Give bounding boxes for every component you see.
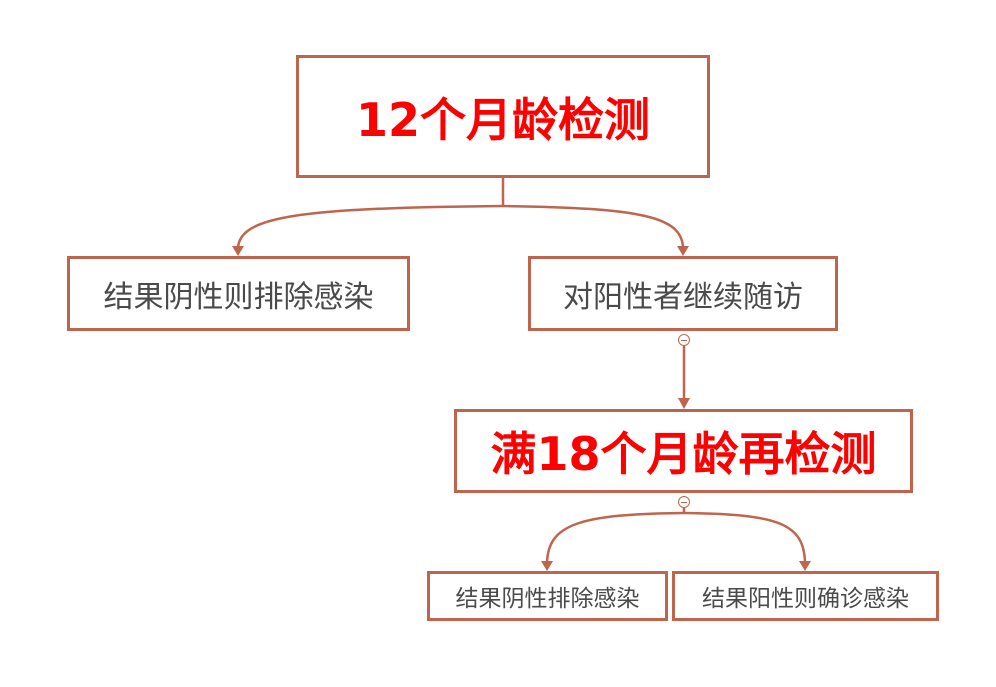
arrowhead-positive-12 — [677, 246, 689, 256]
arrowhead-positive-18 — [799, 561, 811, 571]
arrowhead-negative-18 — [541, 561, 553, 571]
node-negative-exclude-infection-label: 结果阴性则排除感染 — [103, 279, 374, 315]
node-negative-18-exclude-label: 结果阴性排除感染 — [455, 586, 640, 612]
node-positive-18-confirm[interactable]: 结果阳性则确诊感染 — [672, 571, 939, 621]
node-positive-continue-followup-label: 对阳性者继续随访 — [563, 279, 803, 315]
connector-root-to-positive-12 — [502, 204, 685, 249]
node-12-month-test-label: 12个月龄检测 — [355, 92, 650, 147]
minus-circle-icon[interactable] — [678, 496, 690, 508]
node-18-month-retest[interactable]: 满18个月龄再检测 — [454, 409, 913, 493]
minus-glyph — [681, 339, 687, 341]
arrowhead-negative-12 — [232, 246, 244, 256]
connector-retest-18-to-negative-18 — [545, 511, 685, 564]
node-positive-continue-followup[interactable]: 对阳性者继续随访 — [528, 256, 838, 331]
connector-root-to-negative-12 — [236, 204, 504, 249]
node-positive-18-confirm-label: 结果阳性则确诊感染 — [702, 586, 909, 612]
node-18-month-retest-label: 满18个月龄再检测 — [490, 427, 877, 481]
node-negative-exclude-infection[interactable]: 结果阴性则排除感染 — [67, 256, 410, 331]
node-negative-18-exclude[interactable]: 结果阴性排除感染 — [427, 571, 668, 621]
arrowhead-retest-18 — [678, 398, 690, 409]
node-12-month-test[interactable]: 12个月龄检测 — [296, 55, 710, 178]
minus-circle-icon[interactable] — [678, 334, 690, 346]
minus-glyph — [681, 501, 687, 503]
connector-retest-18-to-positive-18 — [683, 511, 807, 564]
